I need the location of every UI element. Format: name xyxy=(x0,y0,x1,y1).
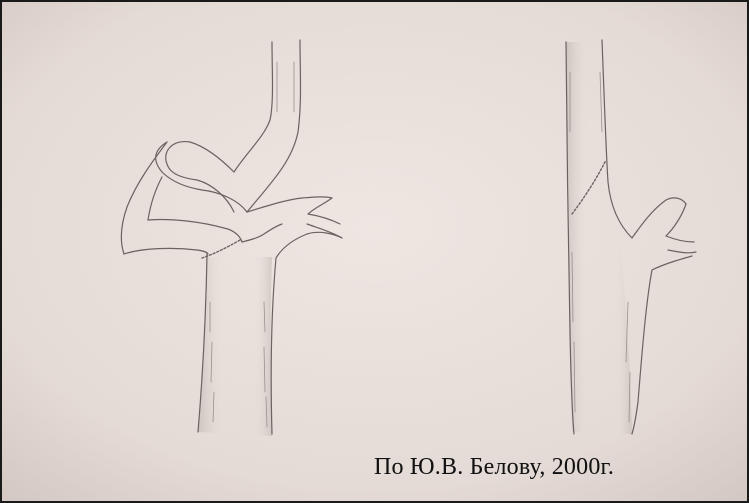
left-trunk-shading xyxy=(198,257,272,436)
figure-caption: По Ю.В. Белову, 2000г. xyxy=(374,454,614,481)
